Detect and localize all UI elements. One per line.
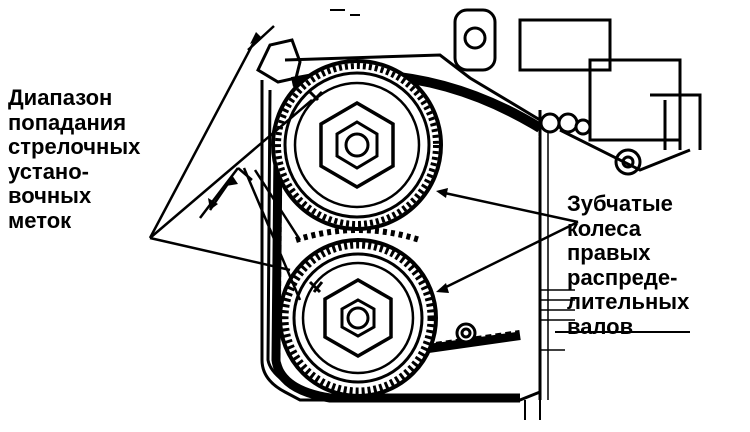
label-left-line: стрелочных (8, 134, 141, 159)
label-right-line: распреде- (567, 264, 678, 290)
camshaft-sprockets-label: Зубчатые колеса правых распреде- лительн… (567, 191, 690, 339)
label-left-line: меток (8, 207, 72, 233)
label-left-line: вочных (8, 183, 92, 208)
timing-belt (271, 69, 543, 403)
label-right-line: лительных (567, 289, 690, 314)
arrow-range-marks (148, 25, 313, 301)
label-left-line: устано- (8, 158, 89, 184)
label-right-line: валов (567, 313, 634, 339)
lower-cam-sprocket (278, 227, 438, 398)
sprocket-leader-lines (436, 188, 690, 333)
timing-mark-range-label: Диапазон попадания стрелочных устано- во… (8, 85, 141, 233)
label-right-line: правых (567, 240, 651, 265)
label-right-line: Зубчатые (567, 191, 673, 216)
right-side-mechanism (330, 8, 702, 351)
engine-housing (256, 38, 549, 420)
label-left-line: попадания (8, 109, 127, 135)
label-right-line: колеса (567, 215, 641, 241)
upper-cam-sprocket (271, 59, 443, 231)
label-left-line: Диапазон (8, 85, 113, 110)
